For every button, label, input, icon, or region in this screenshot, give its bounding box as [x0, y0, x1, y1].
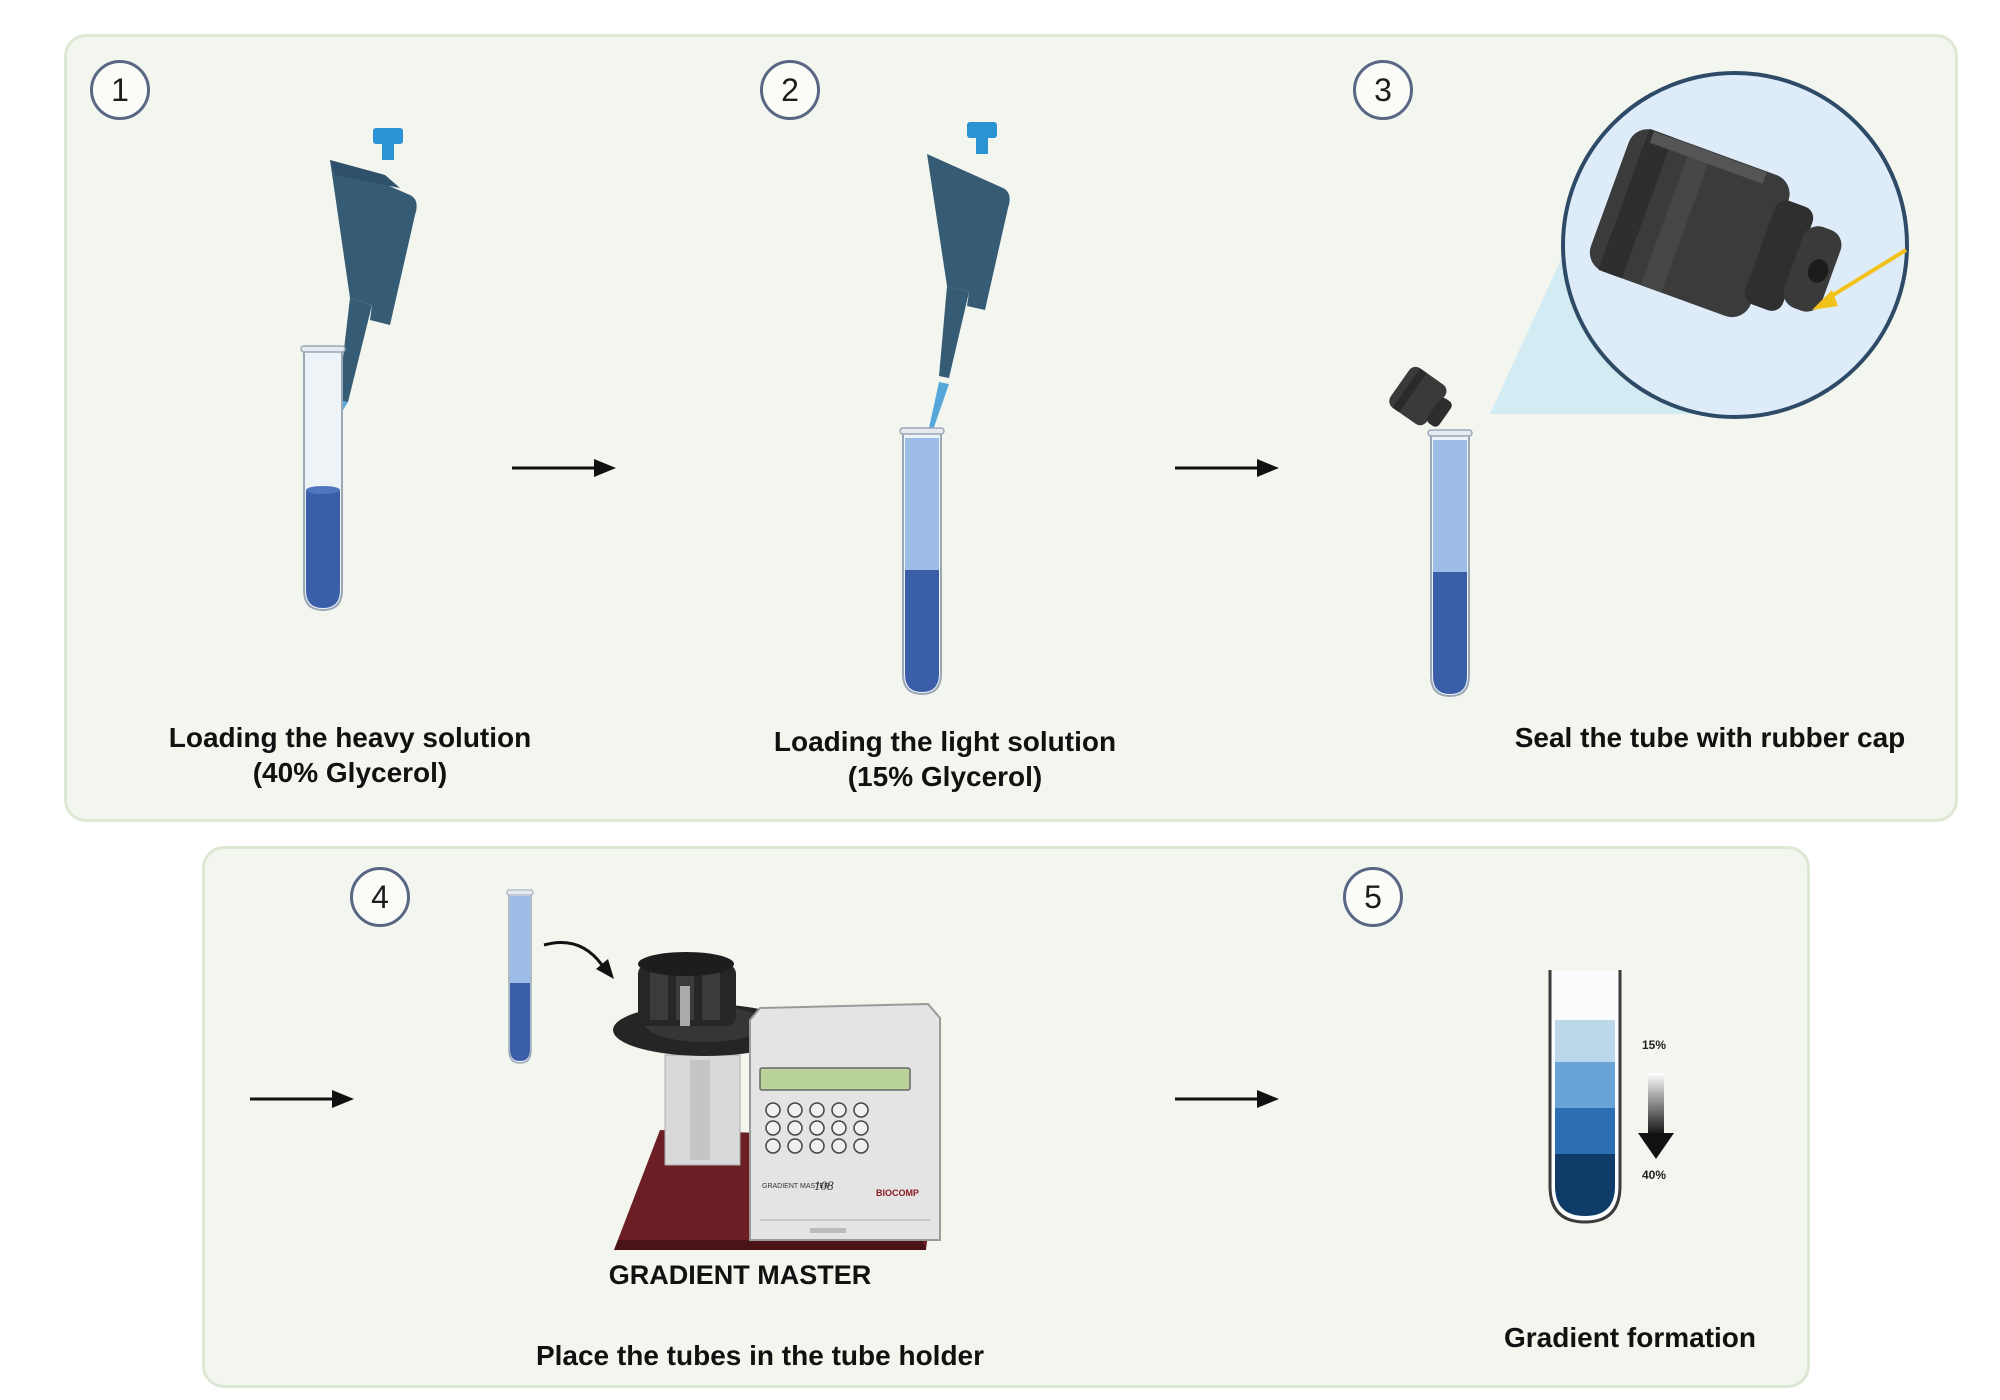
step-1-badge: 1 [90, 60, 150, 120]
step-2-caption-line2: (15% Glycerol) [847, 761, 1043, 792]
arrow-3-4-icon [250, 1090, 354, 1108]
device-brand: BIOCOMP [876, 1188, 919, 1198]
gradient-direction-arrow-icon [1638, 1073, 1674, 1159]
bottom-panel [202, 846, 1810, 1388]
tube-2-icon [899, 427, 945, 696]
step-3-badge: 3 [1353, 60, 1413, 120]
tube-3-icon [1427, 429, 1473, 698]
gradient-master-device-icon: GRADIENT MASTER 108 BIOCOMP [613, 952, 941, 1250]
step-4-caption: Place the tubes in the tube holder [535, 1340, 985, 1371]
step-1-caption-line2: (40% Glycerol) [252, 757, 448, 788]
step-5-caption: Gradient formation [1503, 1322, 1756, 1353]
step-1-caption-line1: Loading the heavy solution [168, 722, 532, 753]
device-model-name: GRADIENT MASTER [762, 1183, 829, 1190]
rubber-cap-icon [1389, 366, 1452, 427]
arrow-1-2-icon [512, 459, 616, 477]
arrow-2-3-icon [1175, 459, 1279, 477]
device-label: GRADIENT MASTER [608, 1260, 872, 1290]
step-2-badge: 2 [760, 60, 820, 120]
tube-4-icon [506, 889, 534, 1064]
gradient-bottom-percent: 40% [1642, 1168, 1667, 1182]
arrow-4-5-icon [1175, 1090, 1279, 1108]
rubber-cap-zoom-icon [1561, 71, 1909, 419]
pipette-2-icon [927, 122, 1010, 430]
gradient-top-percent: 15% [1642, 1038, 1667, 1052]
tube-1-icon [300, 345, 346, 612]
curved-arrow-icon [543, 941, 614, 979]
step-4-badge: 4 [350, 867, 410, 927]
gradient-tube-icon [1548, 970, 1622, 1224]
step-5-badge: 5 [1343, 867, 1403, 927]
step-2-caption-line1: Loading the light solution [773, 726, 1117, 757]
pipette-1-icon [310, 128, 417, 460]
step-3-caption: Seal the tube with rubber cap [1514, 722, 1906, 753]
device-model-number: 108 [814, 1178, 834, 1193]
